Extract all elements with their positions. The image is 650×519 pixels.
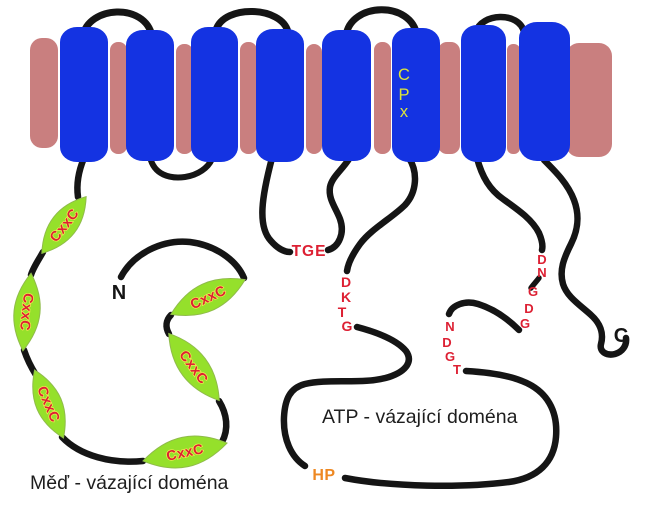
- sequence-motifs: TGE D K T G N D G T D N G D G HP: [292, 243, 547, 484]
- membrane-right-cap: [566, 43, 612, 157]
- tge-motif: TGE: [292, 243, 327, 260]
- ndgt-letter-n: N: [445, 319, 454, 334]
- tm-helix-1: [60, 27, 108, 162]
- cpx-motif: C P x: [398, 66, 410, 121]
- ndgt-to-dngdg-link: [445, 299, 523, 334]
- domain-link-a-b: [27, 248, 47, 279]
- dngdg-letter-n: N: [537, 265, 546, 280]
- tm1-to-domain-link: [74, 154, 88, 201]
- copper-binding-domains: CxxC CxxC CxxC CxxC CxxC CxxC: [13, 195, 246, 469]
- cxxc-motif-label: CxxC: [17, 292, 37, 331]
- dngdg-letter-d2: D: [524, 301, 533, 316]
- c-terminus-label: C: [614, 325, 628, 347]
- tm-helix-7: [461, 25, 506, 162]
- copper-binding-domain-4: CxxC: [170, 278, 246, 316]
- dktg-letter-g: G: [342, 318, 353, 334]
- extracellular-loop-tm3-tm4: [212, 8, 292, 36]
- cpx-letter-p: P: [398, 86, 409, 104]
- tm-helix-6: [392, 28, 440, 162]
- hp-motif: HP: [312, 467, 335, 484]
- membrane-segment-1: [110, 42, 127, 154]
- tm-helix-8: [519, 22, 570, 161]
- tm7-to-dngdg-link: [473, 154, 546, 254]
- cxxc-domain-shape: [41, 195, 87, 255]
- dngdg-inner-link: [528, 275, 542, 291]
- c-terminal-tail: [540, 156, 630, 358]
- transmembrane-helices: [60, 22, 570, 162]
- cxxc-domain-shape: [142, 435, 228, 469]
- tge-loop-left: [259, 154, 294, 256]
- membrane-segment-6: [438, 42, 460, 154]
- cxxc-domain-shape: [32, 369, 66, 439]
- ndgt-letter-t: T: [453, 362, 461, 377]
- copper-binding-domain-6: CxxC: [142, 435, 228, 469]
- membrane-segment-5: [374, 42, 391, 154]
- ndgt-letter-g: G: [445, 349, 455, 364]
- cpx-letter-x: x: [400, 103, 409, 121]
- copper-binding-domain-2: CxxC: [13, 272, 41, 352]
- dngdg-letter-g1: G: [528, 284, 538, 299]
- membrane-left-cap: [30, 38, 58, 148]
- membrane-band: [30, 38, 612, 157]
- domain-link-e-g: [163, 311, 175, 338]
- membrane-segment-3: [240, 42, 257, 154]
- tm-helix-3: [191, 27, 238, 162]
- hp-to-ndgt-loop: [341, 367, 560, 490]
- n-terminus-label: N: [112, 282, 126, 304]
- tm6-to-dktg-link: [343, 154, 419, 275]
- atp-binding-domain-caption: ATP - vázající doména: [322, 406, 518, 428]
- copper-binding-domain-5: CxxC: [168, 332, 220, 402]
- cxxc-domain-shape: [13, 272, 41, 352]
- cxxc-domain-shape: [168, 332, 220, 402]
- cytoplasmic-loop-tm2-tm3: [147, 154, 215, 181]
- dktg-to-hp-loop: [280, 323, 413, 470]
- dktg-letter-k: K: [341, 289, 351, 305]
- tm-helix-5: [322, 30, 371, 161]
- cxxc-domain-shape: [170, 278, 246, 316]
- dngdg-letter-g2: G: [520, 316, 530, 331]
- copper-binding-domain-3: CxxC: [32, 369, 66, 439]
- cpx-letter-c: C: [398, 66, 410, 84]
- tge-loop-right: [324, 155, 353, 254]
- domain-to-n-terminus-link: [117, 238, 248, 282]
- copper-binding-domain-caption: Měď - vázající doména: [30, 472, 229, 494]
- membrane-segment-2: [176, 44, 193, 154]
- membrane-segment-7: [507, 44, 520, 154]
- tm-helix-4: [256, 29, 304, 162]
- ndgt-letter-d: D: [442, 335, 451, 350]
- tm-helix-2: [126, 30, 174, 161]
- extracellular-loop-tm5-tm6: [342, 6, 421, 40]
- dktg-letter-t: T: [338, 304, 347, 320]
- dngdg-letter-d1: D: [537, 252, 546, 267]
- membrane-segment-4: [306, 44, 322, 154]
- dktg-letter-d: D: [341, 274, 351, 290]
- domain-link-f-e: [215, 397, 230, 446]
- domain-link-c-f: [58, 433, 147, 465]
